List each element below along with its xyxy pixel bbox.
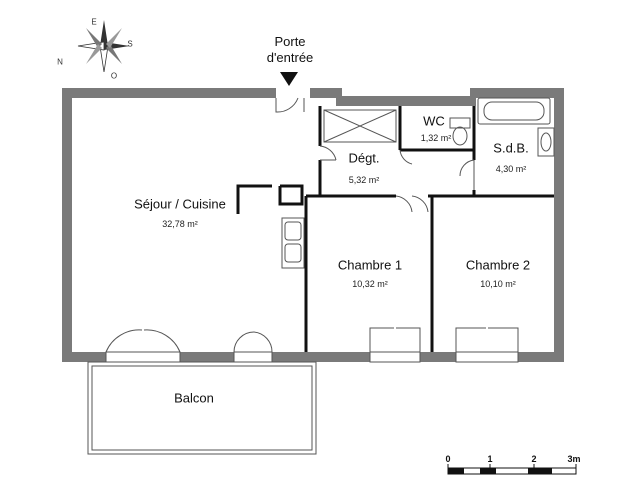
room-sejour-area: 32,78 m² [162,219,198,229]
compass-o-label: O [110,71,118,81]
scale-label-0: 0 [445,454,451,464]
scale-bar [447,464,577,475]
scale-label-2: 2 [531,454,537,464]
room-sdb-name: S.d.B. [493,140,529,156]
compass-n-label: N [57,57,63,67]
washbasin [537,127,555,157]
room-wc-name: WC [423,113,445,129]
entrance-label: Porte d'entrée [267,34,314,66]
balcony-outline [87,361,317,455]
compass-rose [77,20,130,73]
storage-niche [323,109,397,143]
compass-e-label: E [91,17,97,27]
bathtub [477,97,551,125]
toilet [449,117,471,146]
interior-partitions [236,106,554,352]
entrance-label-line1: Porte [274,34,306,49]
room-chambre2-name: Chambre 2 [465,257,531,273]
kitchen-sink [281,217,305,269]
room-sdb-area: 4,30 m² [495,164,527,174]
room-balcon-name: Balcon [174,390,214,406]
entrance-label-line2: d'entrée [266,50,314,65]
scale-label-3m: 3m [567,454,581,464]
compass-s-label: S [127,39,133,49]
scale-label-1: 1 [487,454,493,464]
room-chambre1-area: 10,32 m² [352,279,388,289]
entrance-arrow [280,72,298,86]
room-degt-area: 5,32 m² [348,175,380,185]
room-wc-area: 1,32 m² [420,133,452,143]
room-chambre1-name: Chambre 1 [337,257,403,273]
exterior-walls [62,88,564,362]
room-degt-name: Dégt. [348,150,380,166]
room-sejour-name: Séjour / Cuisine [134,196,226,212]
doors [275,97,475,213]
room-chambre2-area: 10,10 m² [480,279,516,289]
